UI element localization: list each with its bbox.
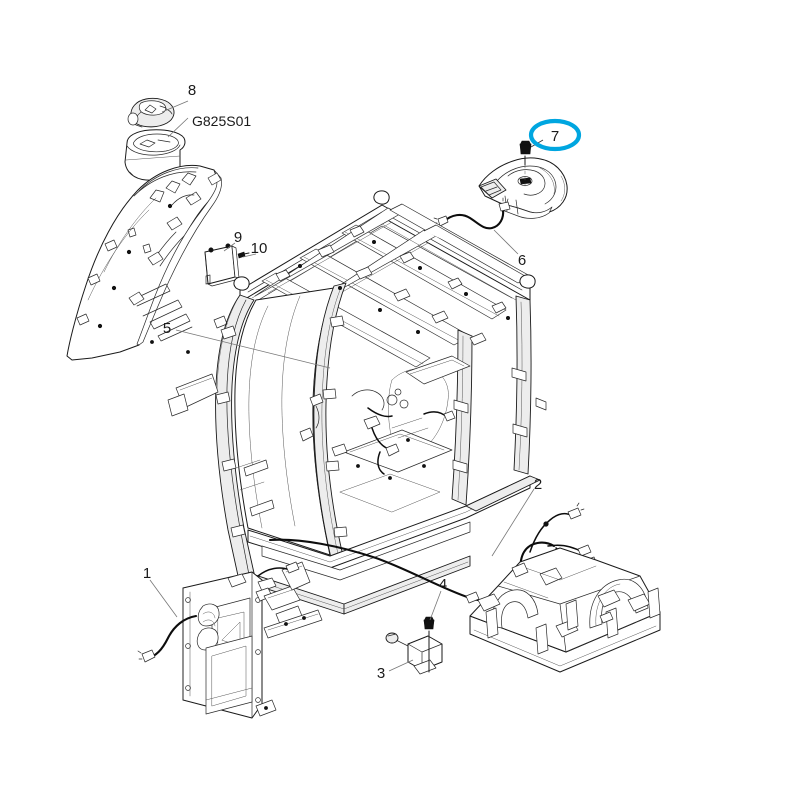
part-front-panel-assembly <box>137 561 323 719</box>
callout-label-7: 7 <box>551 128 559 145</box>
leader-4 <box>429 590 442 621</box>
callout-label-10: 10 <box>251 240 268 257</box>
leader-2 <box>491 488 535 557</box>
part-control-module-box <box>204 243 240 287</box>
part-module-screw <box>237 251 250 259</box>
leader-5 <box>175 329 331 369</box>
callout-label-6: 6 <box>518 252 526 269</box>
leader-lines <box>149 100 544 672</box>
callout-label-3: 3 <box>377 665 385 682</box>
callout-label-4: 4 <box>439 576 447 593</box>
highlight-ellipse-callout-7 <box>528 118 582 152</box>
leader-3 <box>388 659 414 672</box>
part-console-box <box>124 129 186 181</box>
callout-labels: 8 G825S01 9 10 5 6 7 2 4 3 1 <box>143 82 559 682</box>
callout-label-9: 9 <box>234 229 242 246</box>
part-sensor-bracket <box>385 632 443 675</box>
part-code-label: G825S01 <box>192 113 251 129</box>
part-machine-base-frame <box>469 547 661 673</box>
part-cover-knob <box>519 140 532 166</box>
callout-label-2: 2 <box>534 476 542 493</box>
part-sensor-bolt <box>423 616 435 673</box>
part-wire-harness-upper <box>433 197 511 230</box>
leader-g825s01 <box>167 117 189 138</box>
callout-label-8: 8 <box>188 82 196 99</box>
callout-label-5: 5 <box>163 320 171 337</box>
part-right-side-cover <box>478 140 568 219</box>
callout-label-1: 1 <box>143 565 151 582</box>
leader-1 <box>149 579 178 618</box>
leader-10 <box>242 253 257 258</box>
leader-6 <box>493 229 519 255</box>
leader-8 <box>161 100 189 113</box>
part-console-cover-small <box>127 97 175 128</box>
part-left-fender-panel <box>66 164 222 361</box>
leader-9 <box>223 242 236 252</box>
